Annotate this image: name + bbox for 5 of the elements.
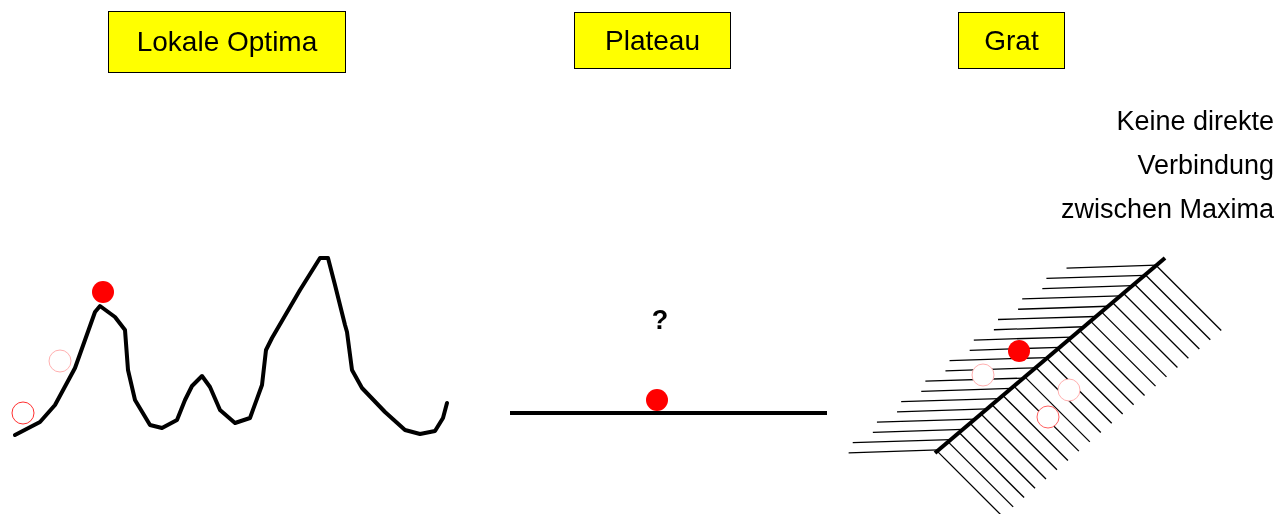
title-box: Plateau: [574, 12, 731, 69]
note-text: Keine direkte Verbindung zwischen Maxima: [1060, 105, 1274, 226]
question-mark: ?: [650, 304, 670, 337]
title-box: Grat: [958, 12, 1065, 69]
title-box: Lokale Optima: [108, 11, 346, 73]
